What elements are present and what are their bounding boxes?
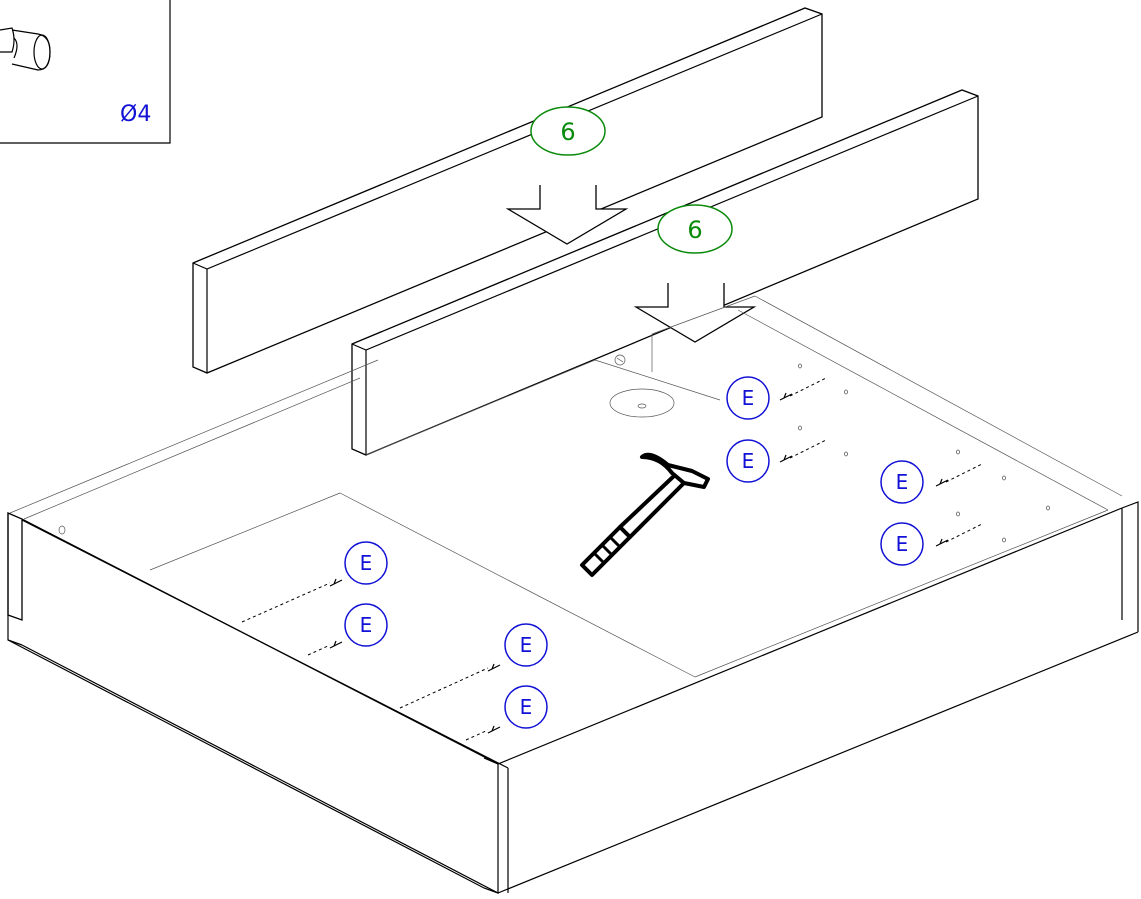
dowel-callout-e: E	[880, 460, 924, 504]
dowel-callout-e: E	[504, 623, 548, 667]
callout-panel-6-mid: 6	[657, 204, 733, 254]
dowel-label: E	[360, 551, 373, 575]
dowel-label: E	[742, 449, 755, 473]
cam-lock-hole	[609, 354, 675, 418]
dowel-callout-e: E	[504, 685, 548, 729]
dowel-callouts: E E E E E E E E	[344, 376, 924, 729]
dowel-label: E	[520, 695, 533, 719]
dowel-callout-e: E	[344, 541, 388, 585]
diameter-label: Ø4	[120, 102, 151, 127]
base-frame	[7, 295, 1139, 894]
panel-label-2: 6	[687, 216, 702, 244]
dowel-label: E	[742, 386, 755, 410]
dowel-label: E	[360, 613, 373, 637]
panel-6-front	[351, 89, 979, 456]
dowel-callout-e: E	[726, 439, 770, 483]
dowel-pins	[241, 363, 1050, 741]
dowel-label: E	[520, 633, 533, 657]
callout-panel-6-top: 6	[530, 106, 606, 156]
dowel-callout-e: E	[726, 376, 770, 420]
panel-6-back	[192, 7, 823, 374]
dowel-callout-e: E	[880, 522, 924, 566]
dowel-detail-inset: Ø4	[0, 0, 171, 144]
panel-label-1: 6	[560, 118, 575, 146]
down-arrow-icon	[633, 283, 757, 343]
down-arrow-icon	[505, 185, 629, 245]
dowel-detail-icon	[0, 27, 51, 71]
dowel-callout-e: E	[344, 603, 388, 647]
dowel-label: E	[896, 532, 909, 556]
dowel-label: E	[896, 470, 909, 494]
hammer-icon	[580, 452, 710, 577]
